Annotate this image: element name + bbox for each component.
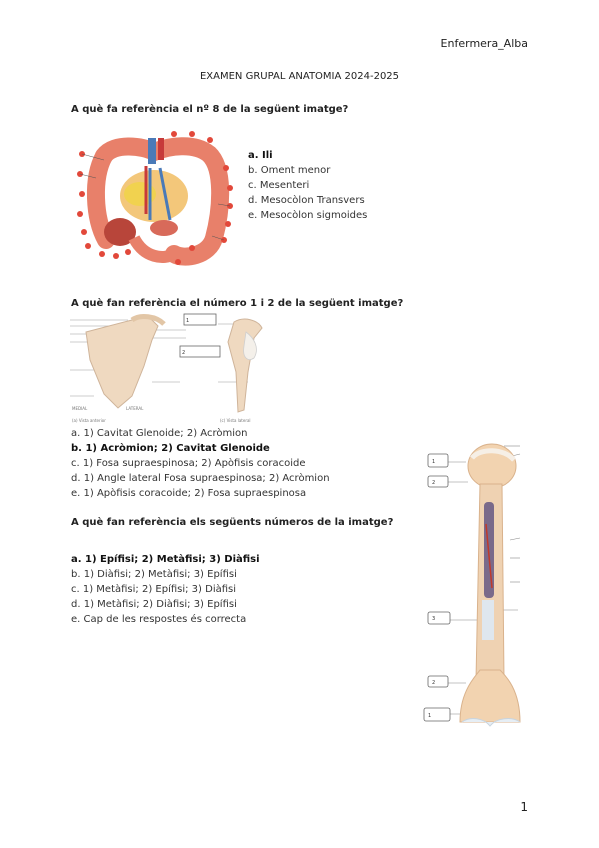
q2-option-a[interactable]: a. 1) Cavitat Glenoide; 2) Acròmion — [71, 428, 248, 439]
bone-box-1-top: 1 — [432, 459, 435, 465]
question-2-prompt: A què fan referència el número 1 i 2 de … — [71, 298, 404, 309]
q1-option-e[interactable]: e. Mesocòlon sigmoides — [248, 210, 368, 221]
bone-box-3: 3 — [432, 616, 435, 622]
scapula-box-1-label: 1 — [186, 318, 189, 324]
question-2-options: a. 1) Cavitat Glenoide; 2) Acròmion b. 1… — [71, 426, 330, 501]
q3-option-d[interactable]: d. 1) Metàfisi; 2) Diàfisi; 3) Epífisi — [71, 599, 237, 610]
question-1-prompt: A què fa referència el nº 8 de la següen… — [71, 104, 349, 115]
question-3-options: a. 1) Epífisi; 2) Metàfisi; 3) Diàfisi b… — [71, 552, 260, 627]
header-author: Enfermera_Alba — [440, 37, 528, 50]
question-3-prompt: A què fan referència els següents número… — [71, 517, 394, 528]
long-bone-illustration: 1 2 3 2 1 — [420, 440, 522, 736]
q1-option-a[interactable]: a. Ili — [248, 150, 273, 161]
page-number: 1 — [520, 800, 528, 814]
document-title: EXAMEN GRUPAL ANATOMIA 2024-2025 — [199, 71, 400, 82]
q2-option-e[interactable]: e. 1) Apòfisis coracoide; 2) Fosa suprae… — [71, 488, 307, 499]
q1-option-b[interactable]: b. Oment menor — [248, 165, 331, 176]
q2-option-b[interactable]: b. 1) Acròmion; 2) Cavitat Glenoide — [71, 443, 270, 454]
scapula-box-2-label: 2 — [182, 350, 185, 356]
bone-box-2-top: 2 — [432, 480, 435, 486]
q3-option-e[interactable]: e. Cap de les respostes és correcta — [71, 614, 247, 625]
scapula-illustration: 1 2 MEDIAL LATERAL (a) Vista anterior (c… — [68, 312, 280, 426]
q3-option-a[interactable]: a. 1) Epífisi; 2) Metàfisi; 3) Diàfisi — [71, 554, 260, 565]
q1-option-d[interactable]: d. Mesocòlon Transvers — [248, 195, 365, 206]
scapula-lateral-label: LATERAL — [126, 406, 144, 411]
bone-box-2-bottom: 2 — [432, 680, 435, 686]
q3-option-c[interactable]: c. 1) Metàfisi; 2) Epífisi; 3) Diàfisi — [71, 584, 237, 595]
scapula-caption-lateral: (c) Vista lateral — [220, 418, 251, 423]
scapula-medial-label: MEDIAL — [72, 406, 88, 411]
q1-option-c[interactable]: c. Mesenteri — [248, 180, 310, 191]
scapula-caption-anterior: (a) Vista anterior — [72, 418, 106, 423]
bone-box-1-bottom: 1 — [428, 713, 431, 719]
question-1-options: a. Ili b. Oment menor c. Mesenteri d. Me… — [248, 148, 367, 223]
q3-option-b[interactable]: b. 1) Diàfisi; 2) Metàfisi; 3) Epífisi — [71, 569, 237, 580]
intestine-illustration — [74, 128, 234, 270]
q2-option-c[interactable]: c. 1) Fosa supraespinosa; 2) Apòfisis co… — [71, 458, 306, 469]
q2-option-d[interactable]: d. 1) Angle lateral Fosa supraespinosa; … — [71, 473, 330, 484]
